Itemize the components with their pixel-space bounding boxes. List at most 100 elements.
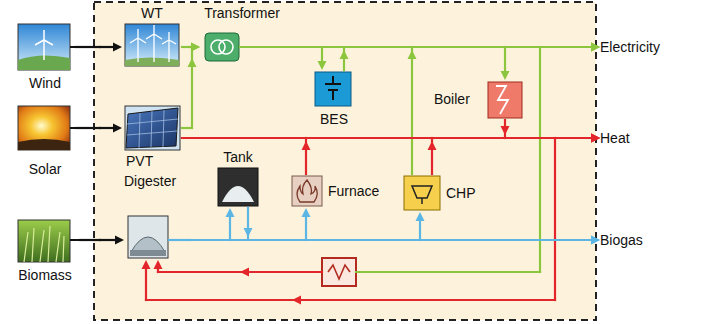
biomass-icon [18, 220, 70, 262]
chp-icon-part [412, 186, 432, 204]
pvt-panel-icon-part [127, 110, 178, 148]
chp-icon [404, 176, 440, 210]
component-box: Tank [214, 148, 262, 208]
component-box: Transformer [200, 4, 284, 62]
tank-icon-part [222, 186, 254, 202]
connector-segment [554, 138, 556, 300]
connector-segment [356, 271, 540, 273]
flow-connector [432, 134, 600, 175]
flow-connector [154, 47, 541, 272]
wind-turbine-icon-part [125, 24, 179, 66]
wind-turbine-icon-part [125, 58, 179, 67]
component-box: Digester [124, 172, 190, 260]
component-label: Biogas [600, 231, 643, 249]
arrowhead [591, 43, 600, 52]
component-label: Electricity [600, 38, 660, 56]
connector-segment [76, 127, 100, 129]
wind-turbine-icon-part [130, 29, 146, 62]
component-label: Transformer [200, 4, 284, 22]
component-label: Boiler [434, 90, 470, 108]
arrowhead [591, 134, 600, 143]
arrowhead [113, 43, 122, 52]
component-label: Solar [14, 160, 76, 178]
stub-lines-part [168, 239, 191, 241]
solar-icon [18, 106, 70, 150]
system-boundary [94, 2, 596, 320]
furnace-icon-part [297, 180, 317, 202]
flow-connector [76, 124, 122, 133]
connector-segment [100, 46, 115, 48]
connector-segment [504, 47, 506, 73]
output-label-box: Heat [600, 128, 646, 148]
arrowhead [416, 212, 425, 221]
arrowhead [318, 61, 327, 70]
arrowhead [115, 236, 124, 245]
flow-connector [190, 212, 425, 240]
transformer-icon-part [205, 33, 239, 61]
arrowhead [302, 208, 311, 217]
output-label-box: Biogas [600, 230, 664, 250]
connector-segment [284, 46, 540, 48]
source-icon-box: Wind [14, 22, 76, 98]
transformer-icon [205, 33, 239, 61]
component-box: Furnace [290, 174, 394, 208]
pvt-panel-icon-part [125, 106, 180, 150]
battery-icon-part [315, 72, 351, 106]
component-box: BES [312, 70, 356, 128]
connector-segment [321, 47, 323, 63]
component-box: Boiler [432, 80, 526, 120]
arrowhead [591, 134, 600, 143]
arrowhead [591, 236, 600, 245]
connector-segment [191, 47, 193, 128]
flow-connector [284, 43, 600, 52]
flow-connector [505, 120, 600, 143]
connector-segment [158, 271, 322, 273]
component-label: Furnace [328, 182, 379, 200]
heat-pump-symbol-part [322, 258, 356, 286]
component-label: WT [122, 4, 182, 22]
biomass-icon-part [18, 220, 70, 262]
wind-icon [18, 24, 70, 70]
connector-segment [146, 299, 555, 301]
furnace-icon [292, 176, 322, 206]
stub-lines [70, 47, 285, 240]
component-box: WT [122, 4, 182, 68]
arrowhead [142, 260, 151, 269]
junction-arrowheads [188, 50, 510, 305]
flow-connector [76, 43, 122, 52]
flow-connector [284, 47, 327, 70]
component-label: Heat [600, 129, 630, 147]
connector-segment [182, 127, 192, 129]
connector-segment [182, 137, 555, 139]
source-icon-box: Biomass [10, 216, 80, 288]
battery-icon-part [325, 76, 341, 100]
connector-segment [419, 219, 421, 240]
arrowhead [591, 236, 600, 245]
connector-segment [431, 138, 433, 174]
digester-icon [128, 216, 168, 258]
connector-segment [305, 215, 307, 240]
connector-segment [100, 127, 115, 129]
transformer-icon-part [219, 40, 233, 54]
tank-icon [218, 168, 258, 206]
output-label-box: Electricity [600, 37, 704, 57]
flow-connector [142, 138, 556, 300]
connector-segment [100, 239, 117, 241]
solar-icon-part [18, 106, 70, 150]
source-icon-box: Solar [14, 104, 76, 180]
flow-connector [182, 43, 200, 52]
connector-segment [343, 47, 345, 70]
wind-icon-part [43, 40, 45, 60]
wind-turbine-icon-part [162, 32, 176, 62]
wind-icon-part [35, 30, 53, 45]
arrowhead [113, 124, 122, 133]
component-box: PVT [122, 104, 182, 170]
battery-icon [315, 72, 351, 106]
flow-connector [182, 43, 200, 129]
digester-icon-part [130, 250, 166, 256]
connector-segment [504, 120, 506, 138]
furnace-icon-part [292, 176, 322, 206]
biomass-icon-part [24, 226, 64, 262]
